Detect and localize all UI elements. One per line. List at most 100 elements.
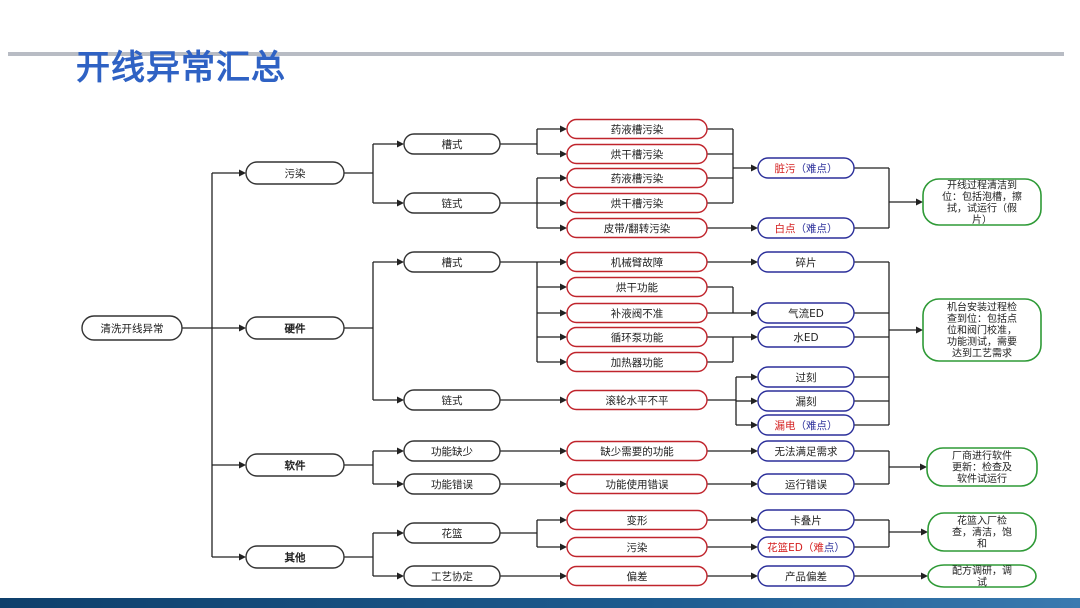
category-label: 软件 [285,459,306,472]
root-node [81,315,183,341]
arrow-head [239,169,246,177]
arrow-head [560,309,567,317]
arrow-head [751,224,758,232]
cause-label: 加热器功能 [611,356,664,369]
arrow-head [751,397,758,405]
arrow-head [560,125,567,133]
result-text: 白点 [775,222,796,235]
cause-node [566,440,708,462]
result-tag: （难点） [796,223,838,235]
arrow-head [921,528,928,536]
cause-label: 烘干功能 [616,281,658,294]
arrow-head [751,543,758,551]
arrow-head [751,373,758,381]
cause-node [566,217,708,239]
arrow-head [239,461,246,469]
arrow-head [751,480,758,488]
arrow-head [751,309,758,317]
cause-node [566,143,708,165]
result-label: 碎片 [796,256,817,269]
result-label: 漏刻 [796,395,817,408]
solution-node [927,512,1037,552]
solution-line: 开线过程清洁到 [947,178,1017,191]
solution-line: 位和阀门校准， [947,324,1017,337]
result-label: 产品偏差 [785,570,827,583]
cause-label: 缺少需要的功能 [600,445,674,458]
result-node [757,414,855,436]
cause-node [566,118,708,140]
solution-line: 花篮入厂检 [957,514,1007,527]
result-node [757,509,855,531]
arrow-head [751,572,758,580]
category-node [245,316,345,340]
cause-label: 滚轮水平不平 [606,394,669,407]
cause-node [566,509,708,531]
arrow-head [397,480,404,488]
solution-line: 试 [977,575,987,588]
arrow-head [397,529,404,537]
arrow-head [239,553,246,561]
cause-label: 药液槽污染 [611,172,664,185]
cause-label: 变形 [627,514,648,527]
arrow-head [560,358,567,366]
arrow-head [916,198,923,206]
arrow-head [397,140,404,148]
subcategory-node [403,389,501,411]
subcategory-node [403,565,501,587]
cause-node [566,302,708,324]
solution-node [922,298,1042,362]
subcategory-label: 功能缺少 [431,445,473,458]
result-text: 漏刻 [796,395,817,408]
result-label: 花篮ED（难点） [767,541,845,554]
solution-line: 和 [977,538,987,550]
result-label: 卡叠片 [790,514,822,527]
arrow-head [751,164,758,172]
result-text: 卡叠片 [790,514,822,527]
page-title: 开线异常汇总 [76,48,286,88]
arrow-head [751,421,758,429]
cause-node [566,251,708,273]
result-label: 水ED [793,332,818,344]
tree-nodes: 清洗开线异常污染硬件软件其他槽式链式槽式链式功能缺少功能错误花篮工艺协定药液槽污… [81,118,1042,588]
arrow-head [560,150,567,158]
result-text: 漏电 [775,419,796,432]
arrow-head [560,543,567,551]
result-label: 漏电（难点） [775,419,838,432]
solution-line: 查，清洁，饱 [952,526,1012,539]
solution-node [927,564,1037,588]
cause-label: 污染 [627,541,648,554]
cause-node [566,351,708,373]
result-label: 运行错误 [785,478,827,491]
cause-label: 功能使用错误 [606,478,669,491]
solution-line: 拭，试运行（假 [947,201,1017,214]
solution-line: 达到工艺需求 [952,348,1012,360]
solution-node [922,178,1042,226]
category-label: 污染 [285,167,306,180]
result-text: 水ED [793,332,818,344]
arrow-head [751,516,758,524]
arrow-head [397,396,404,404]
result-tag: （难点） [796,420,838,432]
result-text: 气流ED [788,307,824,320]
cause-node [566,473,708,495]
cause-node [566,276,708,298]
category-node [245,545,345,569]
solution-line: 配方调研，调 [952,564,1012,577]
result-label: 过刻 [796,371,817,384]
arrow-head [560,447,567,455]
cause-label: 循环泵功能 [611,331,664,344]
result-text: 花篮ED（难 [767,541,824,554]
arrow-head [560,572,567,580]
result-label: 脏污（难点） [775,162,838,175]
result-node [757,390,855,412]
cause-label: 偏差 [627,570,648,583]
arrow-head [560,396,567,404]
cause-label: 皮带/翻转污染 [604,222,671,235]
cause-label: 补液阀不准 [611,307,664,320]
arrow-head [397,447,404,455]
result-node [757,302,855,324]
result-label: 气流ED [788,307,824,320]
result-tag: （难点） [796,163,838,175]
subcategory-label: 链式 [442,394,463,407]
